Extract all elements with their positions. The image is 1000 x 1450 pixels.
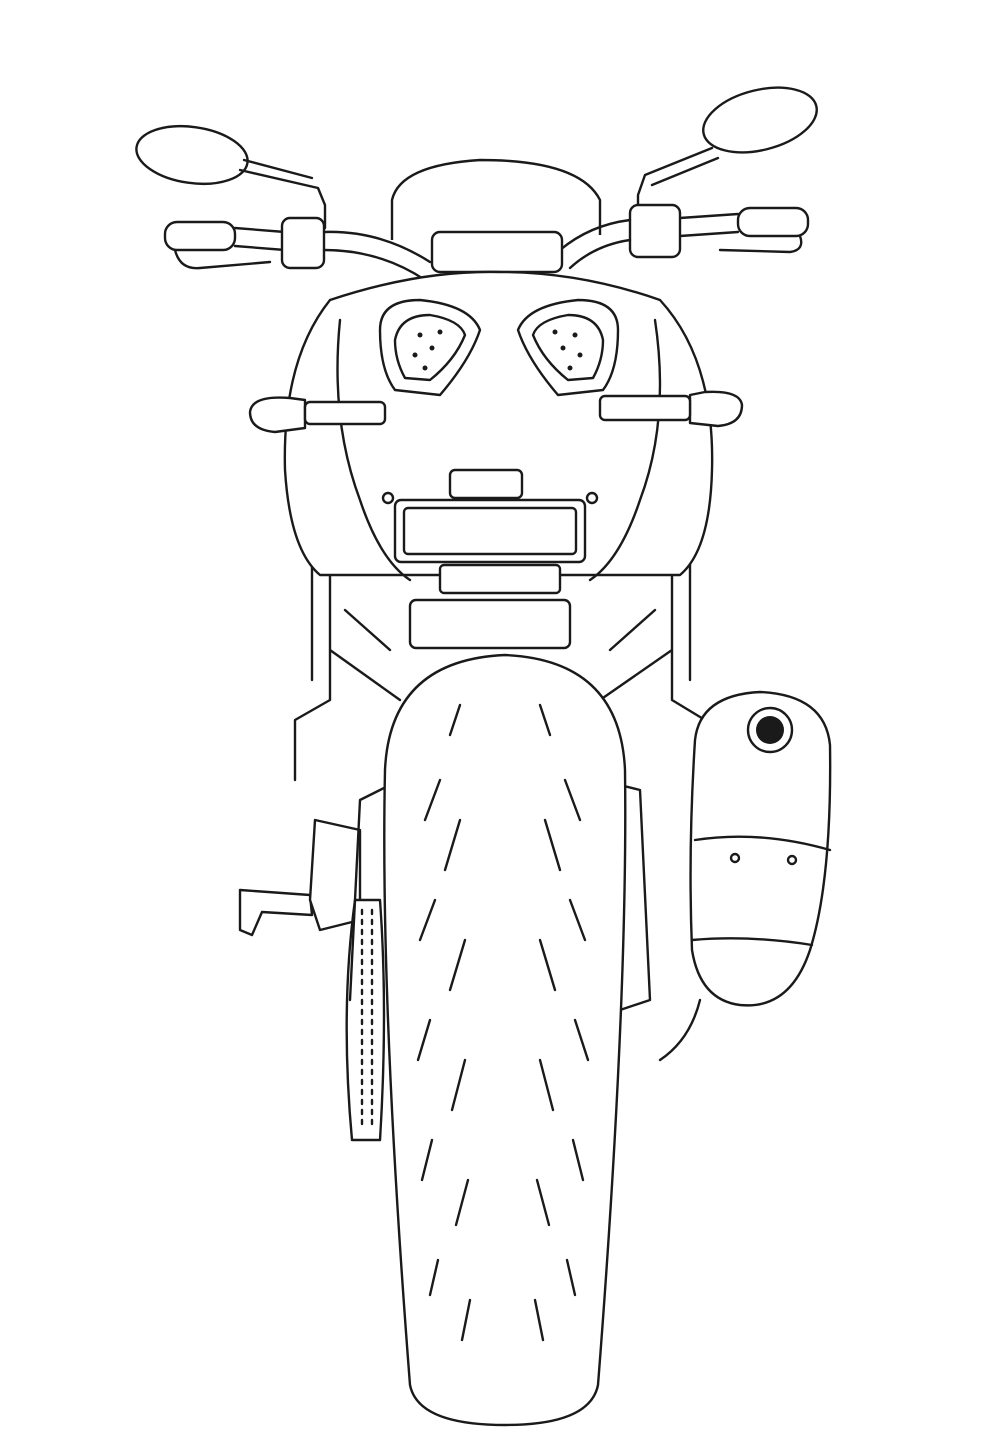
- right-mirror: [636, 86, 818, 217]
- reflector: [438, 563, 562, 595]
- tail-lights: [378, 298, 620, 397]
- left-hanger: [308, 818, 362, 932]
- tire-tread: [416, 703, 590, 1342]
- left-frame: [293, 558, 402, 782]
- left-indicator: [248, 396, 387, 434]
- plate-light: [448, 468, 524, 500]
- right-indicator: [598, 390, 744, 428]
- left-footpeg: [238, 888, 314, 937]
- rear-tire: [383, 653, 627, 1427]
- right-handlebar: [558, 203, 810, 270]
- instrument-cluster: [430, 230, 564, 274]
- exhaust: [658, 690, 832, 1062]
- plate-bracket: [408, 598, 572, 650]
- license-plate: [393, 498, 587, 564]
- windscreen: [390, 158, 602, 240]
- left-handlebar: [163, 216, 432, 282]
- sprocket: [345, 898, 386, 1142]
- left-mirror: [135, 124, 327, 230]
- right-frame: [598, 558, 707, 782]
